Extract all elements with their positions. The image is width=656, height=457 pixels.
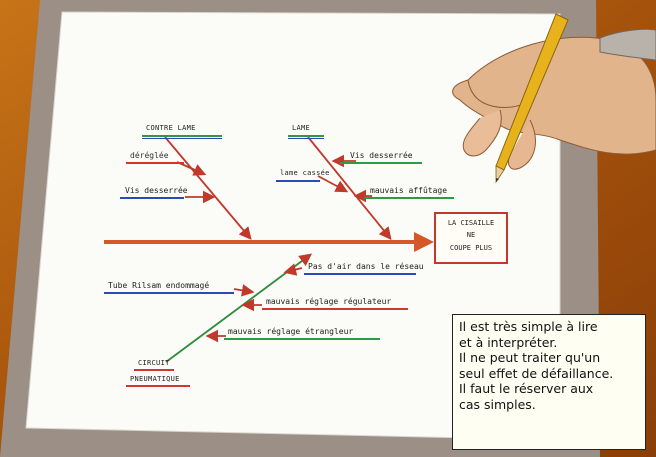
underline	[288, 138, 324, 139]
twig-lame-cassee	[317, 175, 349, 193]
underline	[288, 135, 324, 137]
twig-tube-rilsam	[233, 284, 255, 297]
underline	[364, 197, 454, 199]
note-line: Il faut le réserver aux	[459, 381, 594, 396]
cause-lame-title: LAME	[292, 124, 311, 132]
note-line: seul effet de défaillance.	[459, 365, 614, 381]
cause-regulateur: mauvais réglage régulateur	[266, 297, 392, 306]
underline	[276, 180, 320, 182]
note-line: cas simples.	[459, 396, 536, 412]
underline	[142, 138, 222, 139]
underline	[142, 135, 222, 137]
cause-circuit-title-2: PNEUMATIQUE	[130, 375, 180, 383]
cause-pas-air: Pas d'air dans le réseau	[308, 262, 424, 271]
cause-mauvais-affutage: mauvais affûtage	[370, 186, 448, 195]
cause-etrangleur: mauvais réglage étrangleur	[228, 327, 354, 336]
note-line: Il ne peut traiter qu'un	[459, 350, 601, 365]
hand-icon	[452, 28, 656, 170]
note-line: Il est très simple à lire	[459, 319, 598, 334]
effect-line-3: COUPE PLUS	[449, 244, 493, 252]
underline	[104, 292, 234, 294]
effect-line-2: NE	[466, 231, 476, 239]
cause-contre-lame-title: CONTRE LAME	[146, 124, 196, 132]
twig-dereglee	[176, 161, 207, 176]
underline	[126, 385, 190, 387]
cause-lame-cassee: lame cassée	[280, 169, 330, 177]
underline	[120, 197, 184, 199]
pencil-icon	[495, 13, 569, 184]
effect-line-1: LA CISAILLE	[447, 219, 495, 227]
cause-circuit-title-1: CIRCUIT	[138, 359, 170, 367]
underline	[304, 273, 416, 275]
underline	[224, 338, 380, 340]
twig-pas-air	[283, 263, 303, 276]
underline	[126, 162, 184, 164]
cause-vis-desserree-1: Vis desserrée	[125, 186, 188, 195]
effect-box: LA CISAILLE NE COUPE PLUS	[434, 212, 508, 264]
underline	[134, 369, 174, 371]
underline	[262, 308, 408, 310]
cause-dereglee: déréglée	[130, 151, 169, 160]
bone-contre-lame	[164, 136, 252, 240]
note-line: et à interpréter.	[459, 334, 558, 350]
underline	[340, 162, 422, 164]
cause-vis-desserree-2: Vis desserrée	[350, 151, 413, 160]
cause-tube-rilsam: Tube Rilsam endommagé	[108, 281, 210, 290]
note-box: Il est très simple à lire et à interprét…	[452, 314, 646, 450]
bone-lame	[307, 136, 392, 240]
